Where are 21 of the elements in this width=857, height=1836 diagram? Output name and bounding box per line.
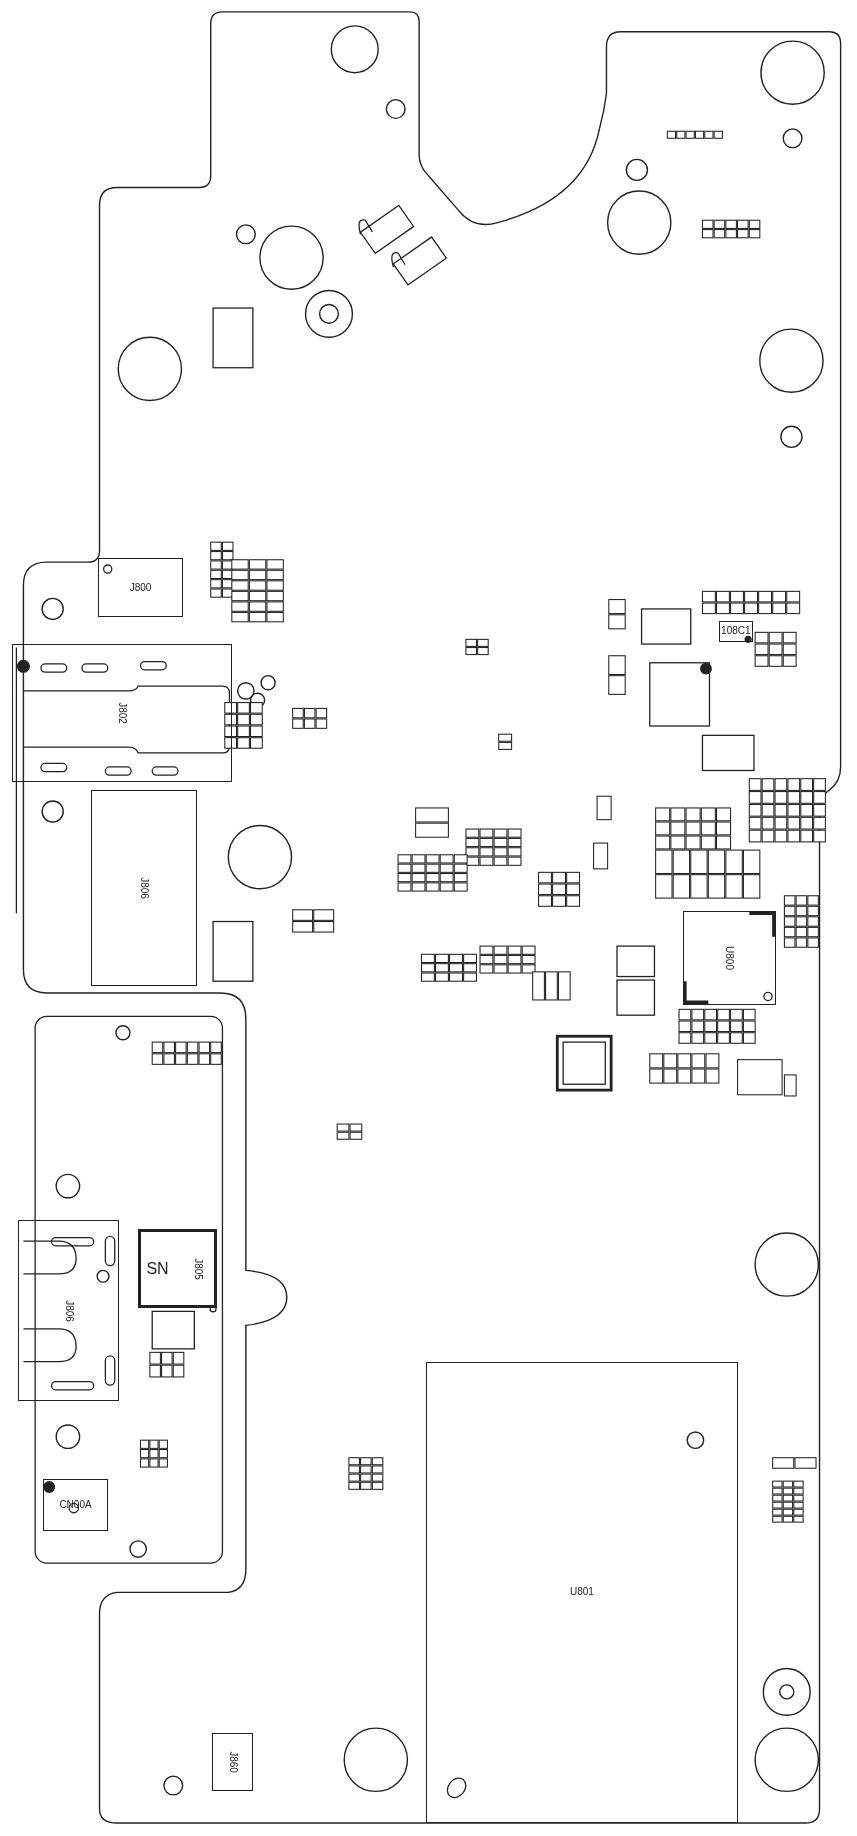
component-outline (682, 910, 777, 1005)
part-label: CN00A (59, 1500, 92, 1510)
part-label: J800 (129, 582, 152, 593)
component-outline (211, 1732, 253, 1792)
part-label: J805 (192, 1257, 203, 1280)
component-outline (43, 1478, 108, 1532)
part-label: J860 (227, 1751, 238, 1773)
component-outline (17, 1219, 120, 1402)
component-outline (11, 643, 232, 783)
part-label: J806 (139, 877, 149, 899)
silkscreen-text: SN (146, 1260, 169, 1277)
component-outline (138, 1229, 217, 1308)
component-outline (426, 1361, 738, 1823)
component-outline (91, 790, 197, 986)
component-outline (718, 620, 753, 642)
part-label: U800 (724, 945, 735, 970)
component-outline (98, 558, 183, 617)
part-label: J802 (116, 702, 127, 724)
part-label: U801 (569, 1587, 594, 1598)
part-label: J806 (63, 1299, 74, 1322)
part-label: 108C1 (721, 626, 751, 637)
